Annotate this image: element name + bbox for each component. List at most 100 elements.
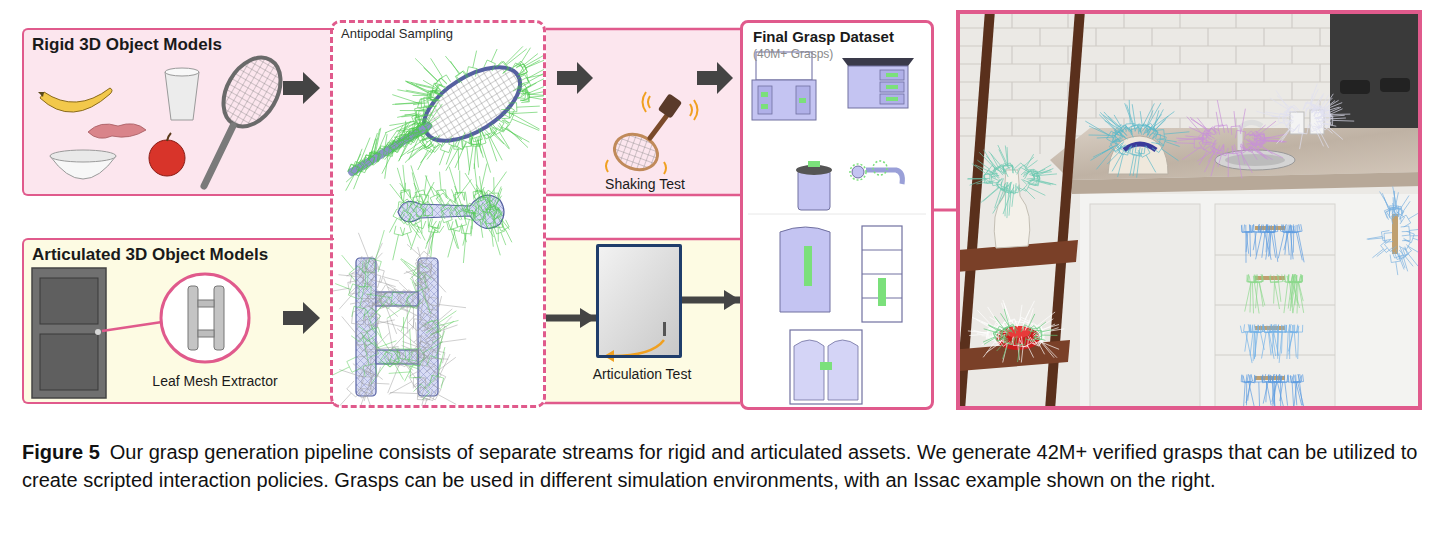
grasp-lines-part [427, 320, 458, 334]
grasp-lines-part [416, 103, 438, 135]
brick-wall-part [983, 136, 984, 154]
grasp-lines-part [416, 84, 446, 95]
grasp-lines-part [1242, 140, 1272, 160]
brick-wall-part [1151, 64, 1152, 82]
grasp-lines-part [1256, 111, 1288, 124]
brick-wall-part [1095, 28, 1096, 46]
grasp-lines-part [1118, 145, 1130, 177]
grasp-lines-part [1291, 274, 1301, 300]
grasp-lines-part [983, 330, 1004, 343]
step-label: Shaking Test [585, 176, 705, 192]
grasp-lines-part [973, 330, 996, 341]
grasp-lines-part [516, 60, 540, 76]
grasp-lines-part [1026, 169, 1052, 179]
grasp-lines-part [360, 285, 386, 321]
grasp-lines-part [1278, 325, 1287, 363]
grasp-lines-part [1306, 94, 1316, 117]
articulation-test-part [612, 340, 664, 356]
grasp-lines-part [358, 293, 392, 305]
grasp-lines-part [365, 341, 377, 375]
grasp-lines-part [1004, 184, 1014, 218]
grasp-lines-part [350, 267, 376, 293]
articulated-objects-part [188, 286, 198, 350]
grasp-lines-part [1261, 374, 1271, 405]
grasp-lines-part [1241, 139, 1257, 160]
brick-wall-part [1067, 118, 1068, 136]
grasp-lines-part [389, 371, 424, 394]
grasp-lines-part [1144, 112, 1174, 136]
grasp-lines-part [371, 268, 399, 282]
grasp-lines-part [1392, 247, 1404, 269]
brick-wall-part [1263, 64, 1264, 82]
brick-wall-part [1207, 100, 1208, 118]
grasp-lines-part [390, 388, 429, 400]
grasp-lines-part [1217, 100, 1228, 135]
grasp-lines-part [413, 295, 427, 331]
grasp-lines-part [1205, 140, 1224, 172]
brick-wall-part [1123, 46, 1124, 64]
grasp-lines-part [1028, 175, 1052, 186]
grasp-lines-part [984, 329, 1005, 344]
grasp-lines-part [517, 75, 544, 96]
grasp-lines-part [418, 141, 436, 170]
grasp-lines-part [1306, 93, 1324, 116]
grasp-lines-part [415, 262, 429, 294]
grasp-lines-part [1254, 274, 1263, 307]
brick-wall-part [1123, 118, 1124, 136]
simulation-scene-part [994, 170, 1030, 248]
brick-wall-part [1011, 82, 1012, 100]
grasp-lines-part [414, 183, 432, 213]
grasp-lines-part [411, 165, 426, 200]
grasp-lines-part [1253, 274, 1265, 305]
brick-wall-part [1039, 28, 1040, 46]
grasp-lines-part [977, 310, 1002, 336]
grasp-lines-part [1283, 225, 1292, 256]
grasp-lines-part [1146, 120, 1165, 139]
grasp-lines-part [485, 123, 509, 149]
grasp-lines-part [414, 328, 440, 352]
brick-wall-part [1235, 10, 1236, 28]
grasp-lines-part [1291, 375, 1300, 406]
grasp-lines-part [387, 284, 418, 305]
grasp-lines-part [1314, 98, 1333, 117]
grasp-lines-part [357, 380, 375, 406]
grasp-lines-part [1029, 171, 1057, 181]
grasp-lines-part [1140, 103, 1161, 135]
grasp-lines-part [1093, 138, 1127, 158]
grasp-lines-part [1278, 224, 1290, 258]
grasp-lines-part [376, 294, 396, 334]
grasp-lines-part [1399, 244, 1418, 266]
dataset-thumbnails-part [862, 250, 902, 251]
simulation-scene-part [1108, 136, 1168, 174]
grasp-lines-part [1392, 187, 1402, 216]
brick-wall-part [1151, 28, 1152, 46]
brick-wall-part [1375, 100, 1376, 118]
grasp-lines-part [1029, 319, 1054, 337]
brick-wall-part [983, 64, 984, 82]
grasp-lines-part [360, 148, 381, 169]
brick-wall-part [1179, 82, 1180, 100]
grasp-lines-part [1031, 324, 1055, 339]
grasp-lines-part [485, 218, 500, 255]
grasp-lines-part [1389, 192, 1400, 217]
grasp-lines-part [1393, 201, 1411, 224]
grasp-lines-part [983, 331, 1004, 357]
simulation-scene-part [1255, 326, 1285, 330]
simulation-scene-part [1380, 78, 1410, 92]
grasp-lines-part [399, 282, 433, 315]
grasp-lines-part [986, 156, 1006, 178]
grasp-lines-part [423, 80, 446, 96]
grasp-lines-part [361, 326, 381, 351]
grasp-lines-part [519, 72, 544, 84]
grasp-lines-part [395, 98, 430, 107]
rigid-objects-part [38, 92, 44, 97]
grasp-lines-part [1245, 125, 1265, 143]
grasp-lines-part [404, 261, 432, 288]
grasp-lines-part [1252, 135, 1284, 145]
grasp-lines-part [484, 49, 497, 71]
brick-wall-part [1067, 10, 1068, 28]
grasp-lines-part [486, 192, 497, 216]
grasp-lines-part [995, 179, 1008, 208]
dataset-thumbnails-part [852, 166, 864, 178]
grasp-lines-part [413, 97, 437, 107]
